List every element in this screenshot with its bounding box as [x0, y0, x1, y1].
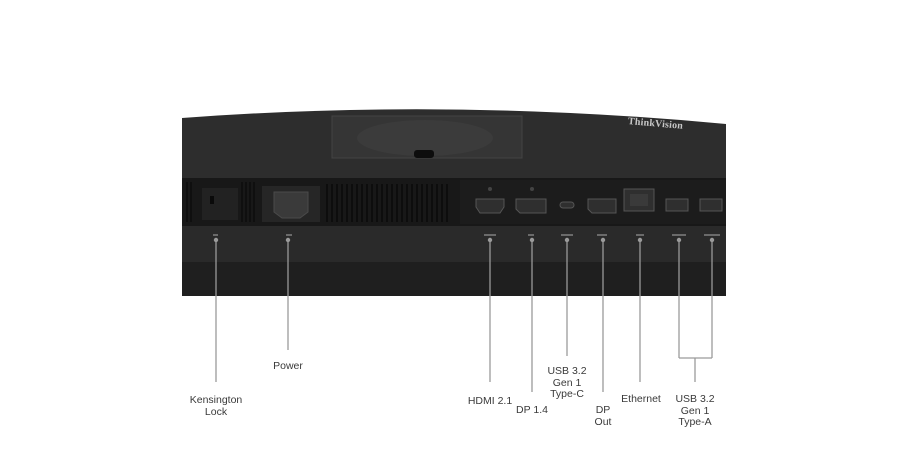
dp-in-port: [515, 198, 547, 214]
label-usb-c: USB 3.2 Gen 1 Type-C: [547, 365, 587, 400]
label-usb-a: USB 3.2 Gen 1 Type-A: [675, 393, 715, 428]
label-kensington-lock: Kensington Lock: [189, 394, 243, 418]
power-port: [273, 191, 309, 219]
stand-release-button: [414, 150, 434, 158]
label-power: Power: [273, 360, 303, 372]
port-label-marks: [213, 234, 720, 236]
label-ethernet: Ethernet: [621, 393, 661, 405]
label-dp-out: DP Out: [594, 404, 612, 428]
label-dp-in: DP 1.4: [516, 404, 548, 416]
usb-a-port-2: [699, 198, 723, 212]
left-vents: [186, 182, 255, 222]
stand-mount-disc: [357, 120, 493, 156]
label-hdmi: HDMI 2.1: [467, 395, 513, 407]
usb-a-port-1: [665, 198, 689, 212]
kensington-slot: [210, 196, 214, 204]
hdmi-port: [475, 198, 505, 214]
dp-out-port: [587, 198, 617, 214]
monitor-lower-band: [182, 262, 726, 296]
kensington-slot-recess: [202, 188, 238, 220]
port-label-strip: [182, 226, 726, 262]
usb-c-port: [559, 201, 575, 209]
center-vents: [326, 184, 448, 222]
callout-lines: [213, 237, 715, 392]
